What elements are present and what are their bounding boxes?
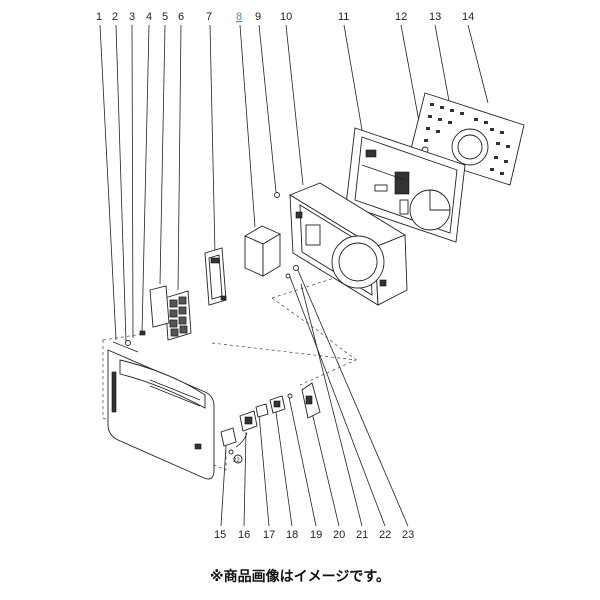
front-panel <box>107 349 215 480</box>
bottom-leader-lines <box>220 267 409 527</box>
svg-text:22: 22 <box>233 458 240 464</box>
callout-1: 1 <box>96 11 102 23</box>
callout-7: 7 <box>206 11 212 23</box>
bottom-small-parts: 22 <box>220 382 321 464</box>
callout-3: 3 <box>129 11 135 23</box>
screw-9 <box>274 192 280 198</box>
grid-filter <box>164 290 192 341</box>
callout-23: 23 <box>402 529 414 541</box>
top-leader-lines <box>99 24 489 343</box>
callout-19: 19 <box>310 529 322 541</box>
bottom-callouts: 15 16 17 18 19 20 21 22 23 <box>214 529 414 541</box>
callout-10: 10 <box>280 11 292 23</box>
callout-11: 11 <box>338 11 349 23</box>
small-parts <box>112 330 146 353</box>
callout-12: 12 <box>395 11 407 23</box>
callout-21: 21 <box>356 529 368 541</box>
top-callouts: 1 2 3 4 5 6 7 8 9 10 11 12 13 14 <box>96 11 474 23</box>
callout-4: 4 <box>146 11 152 23</box>
rear-frame <box>345 127 466 243</box>
callout-20: 20 <box>333 529 345 541</box>
flat-filter <box>149 285 170 328</box>
pcb-board <box>409 92 525 186</box>
callout-22: 22 <box>379 529 391 541</box>
callout-8: 8 <box>236 11 242 23</box>
callout-14: 14 <box>462 11 474 23</box>
callout-18: 18 <box>286 529 298 541</box>
callout-9: 9 <box>255 11 261 23</box>
callout-2: 2 <box>112 11 118 23</box>
tray-panel <box>204 247 227 306</box>
callout-6: 6 <box>178 11 184 23</box>
screws-22-23 <box>285 265 299 279</box>
main-chassis <box>288 182 408 306</box>
callout-15: 15 <box>214 529 226 541</box>
image-disclaimer-caption: ※商品画像はイメージです。 <box>210 569 390 585</box>
callout-5: 5 <box>162 11 168 23</box>
filter-block <box>244 225 281 277</box>
callout-17: 17 <box>263 529 275 541</box>
callout-16: 16 <box>238 529 250 541</box>
callout-13: 13 <box>429 11 441 23</box>
